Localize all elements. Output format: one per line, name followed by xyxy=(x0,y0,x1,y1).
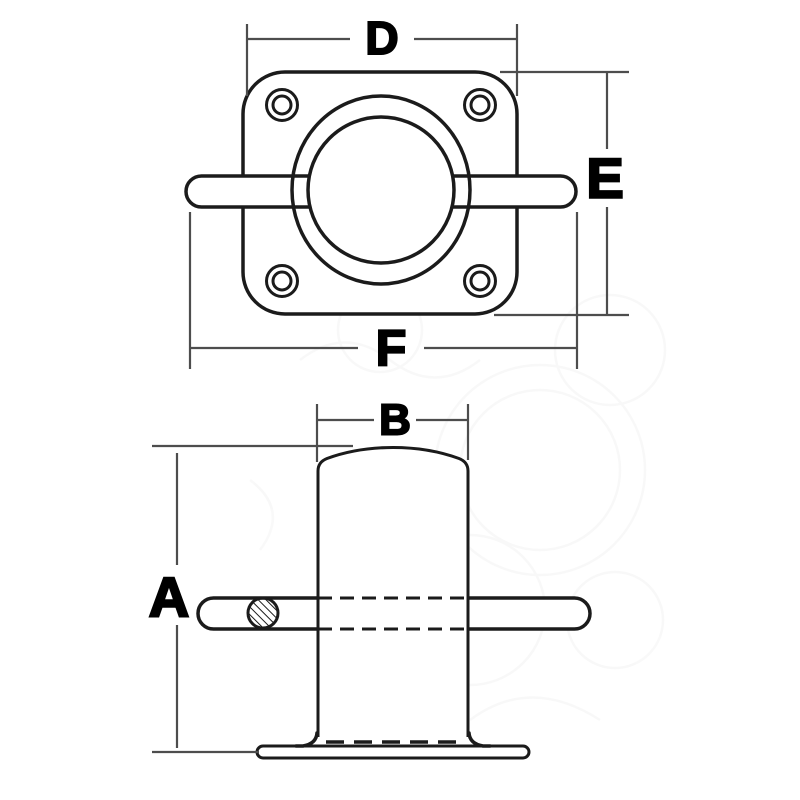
screw-hole-top-right xyxy=(463,88,497,122)
ring-outer-circle xyxy=(290,94,472,286)
dimension-e: E xyxy=(494,70,629,317)
screw-hole-bottom-right xyxy=(463,264,497,298)
dimension-label-b: B xyxy=(379,396,411,445)
dimension-label-d: D xyxy=(365,12,398,64)
post-inner-circle xyxy=(306,115,456,265)
dimension-label-a: A xyxy=(149,566,189,629)
dimension-label-f: F xyxy=(376,320,407,376)
base-plate xyxy=(255,744,531,760)
base-fillet-left xyxy=(294,731,319,748)
top-view xyxy=(184,70,578,316)
dimension-label-e: E xyxy=(586,147,623,210)
base-fillet-right xyxy=(467,731,492,748)
top-view-dimensions: D E F xyxy=(188,11,629,377)
side-view xyxy=(196,445,592,760)
pin-cross-section xyxy=(246,596,280,630)
dimension-d: D xyxy=(245,11,519,96)
dimension-a: A xyxy=(148,444,353,754)
dimension-b: B xyxy=(315,395,470,462)
post-outline xyxy=(316,445,470,737)
dimension-f: F xyxy=(188,212,579,377)
screw-hole-bottom-left xyxy=(265,264,299,298)
side-view-dimensions: A B xyxy=(148,395,470,754)
screw-hole-top-left xyxy=(265,88,299,122)
